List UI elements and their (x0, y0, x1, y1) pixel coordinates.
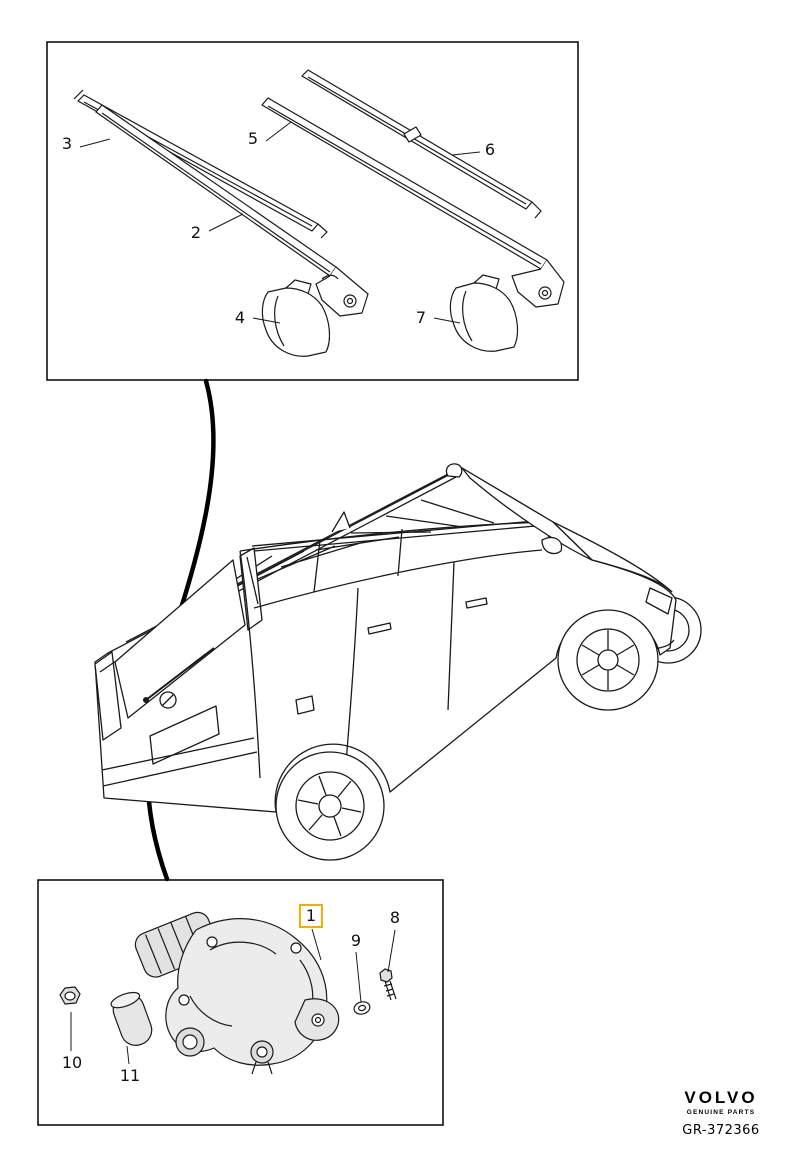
callout-8[interactable]: 8 (389, 908, 401, 927)
brand-tagline: GENUINE PARTS (686, 1109, 756, 1116)
callout-10[interactable]: 10 (61, 1053, 83, 1072)
callout-leader-lines (70, 121, 481, 1065)
brand-logo: VOLVO (684, 1088, 758, 1107)
callout-7[interactable]: 7 (415, 308, 427, 327)
callout-1[interactable]: 1 (298, 904, 324, 928)
callout-5[interactable]: 5 (247, 129, 259, 148)
diagram-code: GR-372366 (682, 1123, 760, 1138)
callout-11[interactable]: 11 (119, 1066, 141, 1085)
bottom-panel-frame (37, 879, 444, 1126)
callout-3[interactable]: 3 (61, 134, 73, 153)
callout-4[interactable]: 4 (234, 308, 246, 327)
vehicle-drawing (94, 463, 702, 861)
callout-9[interactable]: 9 (350, 931, 362, 950)
wiper-arm-assembly-drawing (73, 69, 565, 357)
callout-6[interactable]: 6 (484, 140, 496, 159)
wiper-motor-drawing (59, 911, 397, 1075)
top-panel-frame (46, 41, 579, 381)
brand-block: VOLVO GENUINE PARTS GR-372366 (662, 1088, 780, 1138)
callout-2[interactable]: 2 (190, 223, 202, 242)
